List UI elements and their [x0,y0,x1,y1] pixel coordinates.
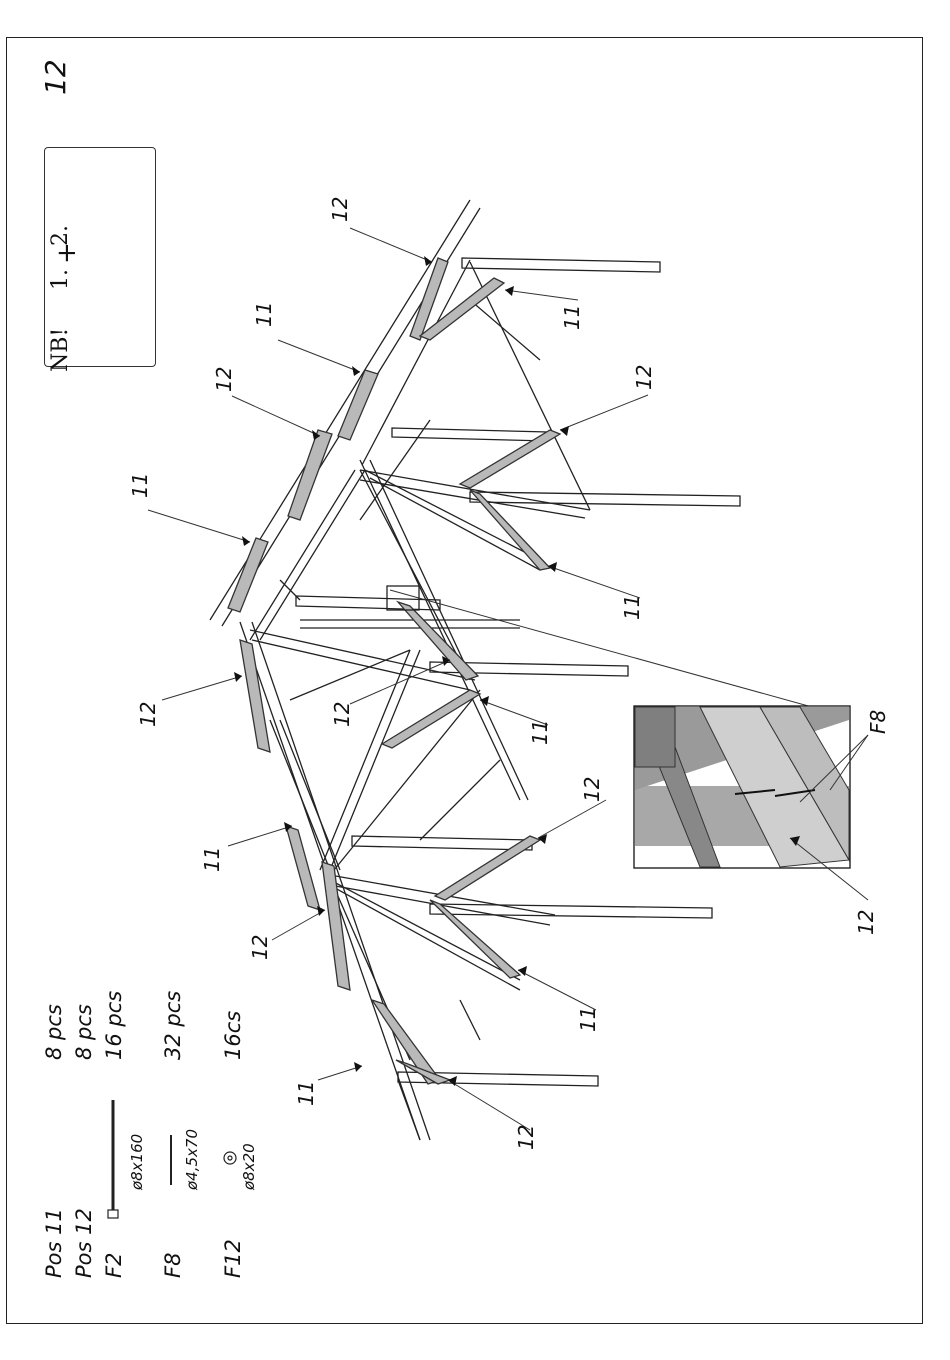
callout-label: 12 [214,367,234,392]
callout-label: 11 [530,720,550,745]
note-step-1: 1. [50,269,72,290]
part-f2-name: F2 [104,1253,125,1278]
part-f2-qty: 16 pcs [104,991,125,1060]
detail-label-12: 12 [856,910,876,935]
step-number: 12 [42,59,70,95]
part-f12-size: ø8x20 [242,1143,257,1190]
callout-label: 11 [202,847,222,872]
detail-inset [634,706,868,900]
callout-label: 12 [332,702,352,727]
callout-label: 11 [622,595,642,620]
part-f8-name: F8 [163,1253,184,1278]
callout-label: 12 [330,197,350,222]
part-pos12-name: Pos 12 [74,1208,95,1278]
callout-label: 11 [562,305,582,330]
part-f2-size: ø8x160 [130,1134,145,1190]
part-pos11-name: Pos 11 [44,1208,65,1278]
note-step-2: 2. [50,225,72,246]
part-pos11-qty: 8 pcs [44,1004,65,1060]
callout-label: 11 [578,1007,598,1032]
callout-label: 12 [582,777,602,802]
callout-label: 12 [516,1125,536,1150]
detail-label-f8: F8 [868,710,888,734]
callout-label: 11 [130,473,150,498]
part-f12-name: F12 [223,1239,244,1278]
callout-label: 11 [254,302,274,327]
callout-label: 11 [296,1081,316,1106]
part-f12-qty: 16cs [223,1011,244,1060]
part-pos12-qty: 8 pcs [74,1004,95,1060]
part-f8-qty: 32 pcs [163,991,184,1060]
callout-label: 12 [634,365,654,390]
braces [280,300,540,1140]
callout-label: 12 [250,935,270,960]
note-nb-label: NB! [50,328,72,372]
callout-label: 12 [138,702,158,727]
part-f8-size: ø4,5x70 [185,1129,200,1190]
